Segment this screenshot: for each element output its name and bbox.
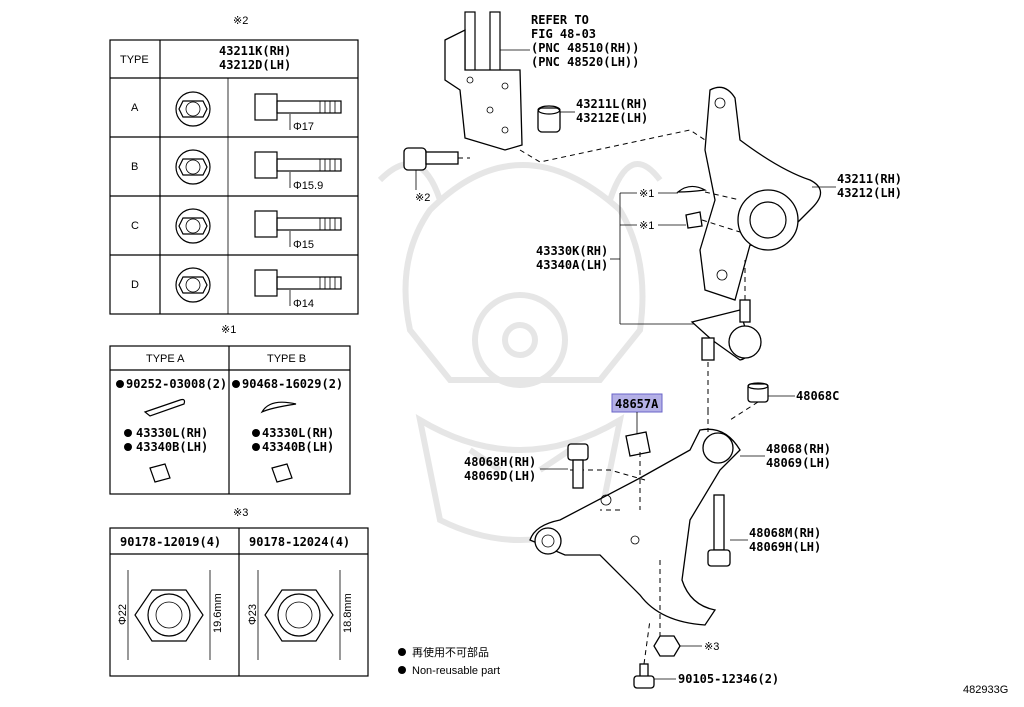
mark-1a: ※1	[639, 188, 654, 200]
refer-line-4: (PNC 48520(LH))	[531, 55, 639, 69]
legend-dot-jp	[398, 648, 406, 656]
row-type-b: B	[131, 161, 138, 173]
bolt-end-view-c	[175, 208, 211, 244]
bolt-table-note: ※2	[233, 15, 248, 27]
knuckle-bolt	[403, 147, 459, 171]
bolt-90105	[633, 663, 655, 689]
cotter-pin-icon	[676, 185, 707, 193]
castle-nut-a-icon	[149, 463, 171, 483]
row-type-c: C	[131, 220, 139, 232]
header-part-rh: 43211K(RH)	[219, 44, 291, 58]
ball-joint	[690, 299, 762, 361]
bushing-a-rh: 43211L(RH)	[576, 97, 648, 111]
header-type: TYPE	[120, 54, 149, 66]
lower-control-arm	[529, 428, 741, 626]
balljoint-rh: 43330K(RH)	[536, 244, 608, 258]
refer-line-1: REFER TO	[531, 13, 589, 27]
cotter-pin-table: ※1 TYPE A TYPE B 90252-03008(2) 43330L(R…	[109, 324, 351, 495]
header-part-lh: 43212D(LH)	[219, 58, 291, 72]
castle-nut-icon	[685, 211, 703, 229]
cotter-pin-b-icon	[260, 401, 297, 414]
non-reusable-dot-b3	[252, 443, 260, 451]
steering-knuckle	[699, 86, 822, 301]
watermark-emblem	[377, 161, 663, 543]
bolt-end-view-b	[175, 149, 211, 185]
nut-table: ※3 90178-12019(4) 90178-12024(4) Φ22 19.…	[109, 507, 369, 677]
mark-1b: ※1	[639, 220, 654, 232]
nut-2-part: 90178-12024(4)	[249, 535, 350, 549]
bolt-h-lh: 48069D(LH)	[464, 469, 536, 483]
type-b-sub2: 43340B(LH)	[262, 440, 334, 454]
bolt-end-view-a	[175, 91, 211, 127]
bolt-side-view-a: Φ17	[254, 93, 342, 133]
non-reusable-dot-a2	[124, 429, 132, 437]
bushing-a-lh: 43212E(LH)	[576, 111, 648, 125]
bolt-m-rh: 48068M(RH)	[749, 526, 821, 540]
nut-1-part: 90178-12019(4)	[120, 535, 221, 549]
dia-c: Φ15	[293, 239, 314, 251]
bolt-48068m	[707, 494, 731, 567]
castle-nut-b-icon	[271, 463, 293, 483]
type-a-title: TYPE A	[146, 353, 185, 365]
bushing-48657a	[625, 431, 651, 457]
bolt-bottom-label: 90105-12346(2)	[678, 672, 779, 686]
type-a-sub1: 43330L(RH)	[136, 426, 208, 440]
row-type-d: D	[131, 279, 139, 291]
non-reusable-dot-a	[116, 380, 124, 388]
dia-a: Φ17	[293, 121, 314, 133]
bolt-side-view-b: Φ15.9	[254, 151, 342, 192]
cotter-pin-a-icon	[143, 398, 186, 417]
legend-jp: 再使用不可部品	[412, 645, 489, 659]
non-reusable-dot-b	[232, 380, 240, 388]
diagram-id: 482933G	[963, 684, 1008, 696]
legend-dot-en	[398, 666, 406, 674]
highlight-label[interactable]: 48657A	[615, 397, 659, 411]
bolt-h-rh: 48068H(RH)	[464, 455, 536, 469]
mark-3: ※3	[704, 641, 719, 653]
type-b-part: 90468-16029(2)	[242, 377, 343, 391]
mark-2: ※2	[415, 192, 430, 204]
type-a-sub2: 43340B(LH)	[136, 440, 208, 454]
strut-bracket	[444, 11, 523, 151]
bolt-side-view-c: Φ15	[254, 210, 342, 251]
pin-table-note: ※1	[221, 324, 236, 336]
non-reusable-dot-b2	[252, 429, 260, 437]
type-b-sub1: 43330L(RH)	[262, 426, 334, 440]
nut-2-drawing: Φ23 18.8mm	[247, 570, 354, 660]
bolt-side-view-d: Φ14	[254, 269, 342, 310]
type-b-title: TYPE B	[267, 353, 306, 365]
bolt-48068h	[567, 443, 589, 489]
row-type-a: A	[131, 102, 139, 114]
bolt-end-view-d	[175, 267, 211, 303]
balljoint-lh: 43340A(LH)	[536, 258, 608, 272]
legend-en: Non-reusable part	[412, 665, 500, 677]
dia-d: Φ14	[293, 298, 314, 310]
non-reusable-dot-a3	[124, 443, 132, 451]
knuckle-rh: 43211(RH)	[837, 172, 902, 186]
refer-line-3: (PNC 48510(RH))	[531, 41, 639, 55]
arm-rh: 48068(RH)	[766, 442, 831, 456]
arm-nut	[653, 635, 681, 657]
nut-1-dia: Φ22	[117, 604, 129, 625]
type-a-part: 90252-03008(2)	[126, 377, 227, 391]
bolt-type-table: ※2 TYPE 43211K(RH) 43212D(LH) A B C D Φ1…	[109, 15, 359, 315]
legend: 再使用不可部品 Non-reusable part	[398, 645, 500, 677]
nut-1-height: 19.6mm	[212, 593, 224, 633]
bolt-m-lh: 48069H(LH)	[749, 540, 821, 554]
knuckle-lh: 43212(LH)	[837, 186, 902, 200]
nut-2-dia: Φ23	[247, 604, 259, 625]
arm-lh: 48069(LH)	[766, 456, 831, 470]
refer-line-2: FIG 48-03	[531, 27, 596, 41]
nut-2-height: 18.8mm	[342, 593, 354, 633]
nut-48068c	[747, 382, 769, 403]
nut-48068c-label: 48068C	[796, 389, 839, 403]
nut-1-drawing: Φ22 19.6mm	[117, 570, 224, 660]
bushing-a	[537, 105, 561, 133]
dia-b: Φ15.9	[293, 180, 323, 192]
nut-table-note: ※3	[233, 507, 248, 519]
